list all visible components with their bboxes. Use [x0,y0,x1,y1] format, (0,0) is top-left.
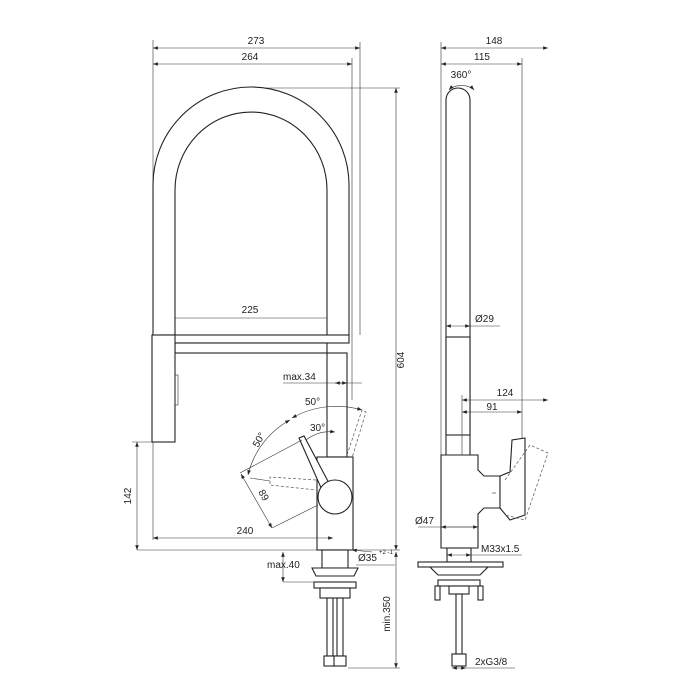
lever-handle-side [499,437,526,521]
dim-124: 124 [497,388,514,399]
spout-arch [152,86,350,336]
angle-50-left: 50° [251,431,268,450]
dim-360: 360° [451,70,472,81]
pullout-spray-head [151,334,176,443]
dim-91: 91 [486,402,498,413]
dim-148: 148 [486,36,503,47]
angle-30: 30° [310,423,325,434]
dim-hole: Ø35 [358,553,377,564]
faucet-body-side [440,454,501,549]
dim-142: 142 [123,487,134,504]
dim-hole-tolerance: +2 -1 [379,550,394,556]
dim-264: 264 [242,52,259,63]
angle-50-top: 50° [305,397,320,408]
side-view: 148 115 360° Ø29 124 91 Ø47 M33x1.5 [415,36,549,670]
dim-max-34: max.34 [283,372,316,383]
dim-604: 604 [396,351,407,368]
dim-thread: M33x1.5 [481,544,520,555]
dim-225: 225 [242,305,259,316]
dim-connections: 2xG3/8 [475,657,508,668]
dim-47: Ø47 [415,516,434,527]
dim-89: 89 [255,488,270,504]
dim-29: Ø29 [475,314,494,325]
dim-min-350: min.350 [382,596,393,632]
dim-max-40: max.40 [267,560,300,571]
dim-240: 240 [237,526,254,537]
dim-273: 273 [248,36,265,47]
front-view: 273 264 604 225 max.34 [123,36,407,669]
dim-115: 115 [474,52,490,63]
